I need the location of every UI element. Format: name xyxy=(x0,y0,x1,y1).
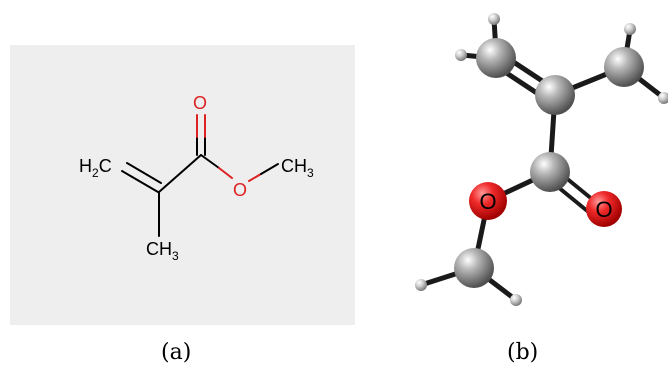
ball-stick-labels: O O xyxy=(479,189,612,222)
panel-a-background xyxy=(10,45,355,325)
carbon-ball xyxy=(604,47,644,87)
hydrogen-ball xyxy=(488,13,500,25)
atom-label-o-carbonyl-3d: O xyxy=(595,197,612,222)
atom-label-o-carbonyl: O xyxy=(193,93,207,113)
bond-c1-c2-a xyxy=(121,170,159,193)
skeletal-bonds xyxy=(121,114,279,237)
bond-c3-oester-black xyxy=(200,154,220,169)
hydrogen-ball xyxy=(415,279,427,291)
carbon-ball xyxy=(535,75,575,115)
bond-c2-c3 xyxy=(158,154,202,193)
panel-b: O O xyxy=(415,13,668,306)
bond-c1-c2-b xyxy=(126,162,162,184)
ball-stick-atoms xyxy=(415,13,668,306)
panel-b-caption: (b) xyxy=(507,340,539,365)
oxygen-ball-carbonyl xyxy=(586,191,622,227)
hydrogen-ball xyxy=(658,92,668,104)
carbon-ball xyxy=(454,248,494,288)
panel-a-caption: (a) xyxy=(161,340,192,365)
atom-label-o-ester-3d: O xyxy=(479,189,496,214)
oxygen-ball-ester xyxy=(469,182,507,220)
bond-oester-ch3-black xyxy=(260,163,279,175)
hydrogen-ball xyxy=(455,49,467,61)
hydrogen-ball xyxy=(624,23,636,35)
skeletal-labels: H2C O O CH3 CH3 xyxy=(79,93,314,263)
atom-label-ch3-bottom: CH3 xyxy=(146,239,179,263)
carbon-ball xyxy=(530,152,570,192)
bond-c3-oester-red xyxy=(218,167,233,179)
carbon-ball xyxy=(476,38,516,78)
atom-label-ch3-right: CH3 xyxy=(281,156,314,180)
atom-label-o-ester: O xyxy=(233,180,247,200)
bond-oester-ch3-red xyxy=(248,173,262,182)
panel-a: H2C O O CH3 CH3 xyxy=(10,45,355,325)
hydrogen-ball xyxy=(510,294,522,306)
atom-label-h2c: H2C xyxy=(79,156,112,180)
